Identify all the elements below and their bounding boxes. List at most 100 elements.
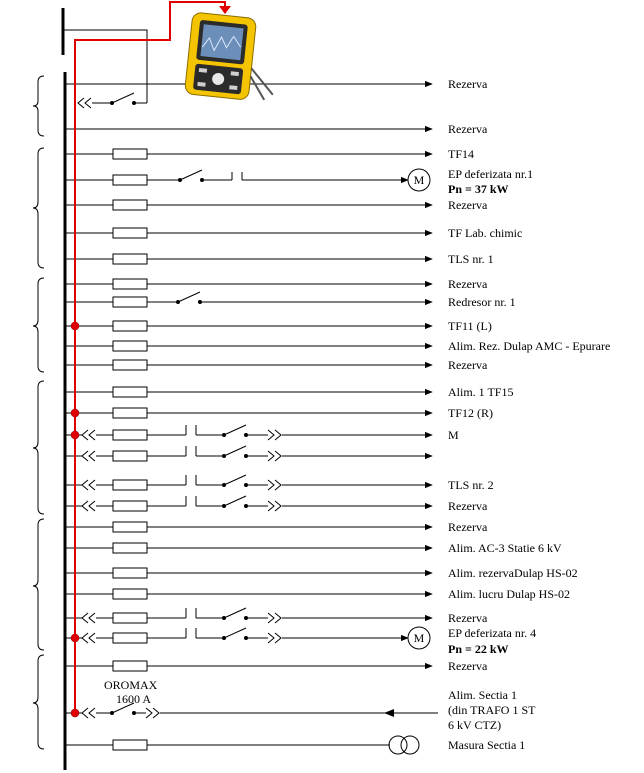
withdrawable-plug-icon <box>81 707 89 719</box>
feeder-row[interactable]: Rezerva <box>66 659 488 673</box>
withdrawable-plug-icon <box>274 450 282 462</box>
feeder-label: TLS nr. 2 <box>448 478 494 492</box>
power-quality-analyzer-icon[interactable] <box>184 12 280 103</box>
withdrawable-plug-icon <box>274 500 282 512</box>
feeder-row[interactable]: TLS nr. 2 <box>66 474 494 492</box>
feeder-row[interactable]: Alim. AC-3 Statie 6 kV <box>66 541 562 555</box>
feeder-label: Alim. Sectia 1 <box>448 688 517 702</box>
feeder-label: Rezerva <box>448 277 488 291</box>
switch-contact <box>244 483 248 487</box>
fuse-icon <box>112 588 148 600</box>
feeder-row[interactable]: Rezerva <box>66 77 488 109</box>
feeder-label: TF11 (L) <box>448 319 492 333</box>
fuse-icon <box>112 148 148 160</box>
feeder-row[interactable]: TLS nr. 1 <box>66 252 494 266</box>
fuse-icon <box>112 199 148 211</box>
withdrawable-plug-icon <box>267 429 275 441</box>
withdrawable-plug-icon <box>81 429 89 441</box>
switch-blade-icon <box>179 169 203 181</box>
feeder-label: TLS nr. 1 <box>448 252 494 266</box>
switch-contact <box>198 300 202 304</box>
fuse-icon <box>112 340 148 352</box>
feeder-label: Rezerva <box>448 77 488 91</box>
feeder-label: Rezerva <box>448 520 488 534</box>
switch-blade-icon <box>111 702 135 714</box>
withdrawable-plug-icon <box>81 479 89 491</box>
main-breaker-label-1: OROMAX <box>104 678 158 692</box>
withdrawable-plug-icon <box>267 450 275 462</box>
feeder-row[interactable]: Rezerva <box>66 607 488 625</box>
feeder-row[interactable]: Rezerva <box>66 520 488 534</box>
withdrawable-plug-icon <box>274 612 282 624</box>
switch-blade-icon <box>223 474 247 486</box>
fuse-icon <box>112 521 148 533</box>
feeder-label: TF14 <box>448 147 474 161</box>
withdrawable-plug-icon <box>81 450 89 462</box>
feeder-label: Rezerva <box>448 122 488 136</box>
feeder-label: 6 kV CTZ) <box>448 718 501 732</box>
feeder-row[interactable]: Alim. Sectia 1(din TRAFO 1 ST6 kV CTZ) <box>66 688 536 732</box>
feeder-row[interactable]: TF Lab. chimic <box>66 226 522 240</box>
switch-blade-icon <box>223 627 247 639</box>
fuse-icon <box>112 227 148 239</box>
fuse-icon <box>112 542 148 554</box>
fuse-icon <box>112 407 148 419</box>
withdrawable-plug-icon <box>81 632 89 644</box>
feeder-row[interactable]: Alim. rezervaDulap HS-02 <box>66 566 578 580</box>
feeder-row[interactable]: Alim. lucru Dulap HS-02 <box>66 587 570 601</box>
feeder-label: TF Lab. chimic <box>448 226 522 240</box>
withdrawable-plug-icon <box>88 429 96 441</box>
feeder-row[interactable]: TF11 (L) <box>66 319 492 333</box>
withdrawable-plug-icon <box>88 450 96 462</box>
switch-contact <box>244 504 248 508</box>
feeder-row[interactable]: Rezerva <box>66 495 488 513</box>
withdrawable-plug-icon <box>145 707 153 719</box>
withdrawable-plug-icon <box>152 707 160 719</box>
feeder-row[interactable]: Rezerva <box>66 358 488 372</box>
feeder-row[interactable]: Masura Sectia 1 <box>66 735 525 755</box>
feeder-row[interactable]: Rezerva <box>66 277 488 291</box>
withdrawable-plug-icon <box>274 429 282 441</box>
feeder-row[interactable]: Alim. 1 TF15 <box>66 385 513 399</box>
motor-symbol: M <box>414 173 425 187</box>
feeder-label: Alim. 1 TF15 <box>448 385 513 399</box>
feeder-row[interactable]: TF12 (R) <box>66 406 493 420</box>
withdrawable-plug-icon <box>88 612 96 624</box>
withdrawable-plug-icon <box>88 500 96 512</box>
switch-blade-icon <box>223 445 247 457</box>
section-braces <box>32 75 45 750</box>
feeder-label: Rezerva <box>448 358 488 372</box>
feeder-label: Alim. lucru Dulap HS-02 <box>448 587 570 601</box>
fuse-icon <box>112 296 148 308</box>
switch-blade-icon <box>223 495 247 507</box>
switch-contact <box>244 454 248 458</box>
withdrawable-plug-icon <box>267 612 275 624</box>
withdrawable-plug-icon <box>81 500 89 512</box>
feeder-row[interactable]: M <box>66 424 459 442</box>
main-breaker-label-2: 1600 A <box>116 692 151 706</box>
transformer-icon <box>388 735 408 755</box>
fuse-icon <box>112 253 148 265</box>
feeder-label: Pn = 22 kW <box>448 642 509 656</box>
feeder-row[interactable]: Redresor nr. 1 <box>66 291 516 309</box>
fuse-icon <box>112 450 148 462</box>
feeder-row[interactable] <box>66 445 433 462</box>
motor-icon <box>407 168 431 192</box>
feeder-label: (din TRAFO 1 ST <box>448 703 536 717</box>
feeder-row[interactable]: TF14 <box>66 147 474 161</box>
feeder-row[interactable]: Rezerva <box>66 122 488 136</box>
switch-contact <box>200 178 204 182</box>
feeder-row[interactable]: Alim. Rez. Dulap AMC - Epurare <box>66 339 610 353</box>
withdrawable-plug-icon <box>84 97 92 109</box>
feeder-row[interactable]: Rezerva <box>66 198 488 212</box>
feeder-label: Alim. AC-3 Statie 6 kV <box>448 541 562 555</box>
fuse-icon <box>112 500 148 512</box>
feeder-label: Redresor nr. 1 <box>448 295 516 309</box>
fuse-icon <box>112 612 148 624</box>
fuse-icon <box>112 660 148 672</box>
switch-contact <box>244 433 248 437</box>
feeder-label: TF12 (R) <box>448 406 493 420</box>
